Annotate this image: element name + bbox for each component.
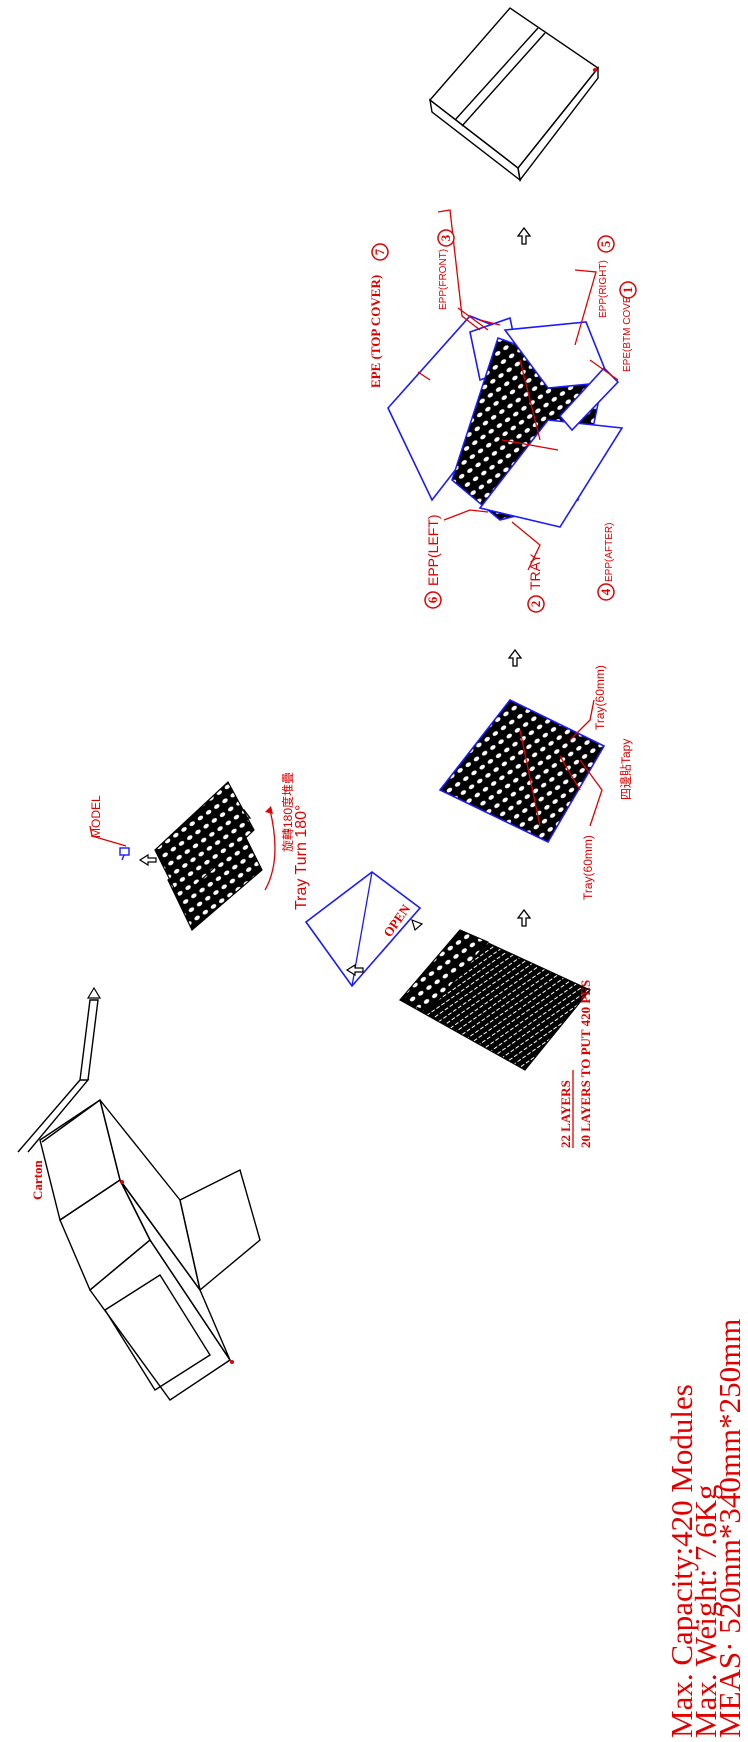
label-20-layers-to-put: 20 LAYERS TO PUT 420 PES [578,980,593,1148]
step-arrow-open [411,918,424,932]
label-tape: 四邊貼Tapy [618,739,633,800]
callout-6: 6 [424,591,442,609]
label-tray: TRAY [527,553,543,590]
step-arrow-to-stack [345,963,364,977]
foam-leader-lines [417,209,619,571]
label-epe-btm-cover: EPE(BTM COVER) [622,286,633,372]
closed-box [428,7,600,182]
step-arrow-to-foam [507,648,523,667]
rotated-tray [154,781,255,901]
spec-meas: MEAS· 520mm*340mm*250mm [712,1319,747,1738]
step-arrow-model-to-tray [138,853,157,867]
model-part [119,847,130,861]
callout-3: 3 [437,229,455,247]
tray-turn-arrow [264,806,276,891]
step-arrow-to-taped [516,908,532,927]
callout-2: 2 [527,595,545,613]
model-leader [89,825,127,847]
label-epp-front: EPP(FRONT) [438,249,449,310]
exploded-foam-assembly [387,315,624,528]
callout-4: 4 [597,583,615,601]
label-tray-60-left: Tray(60mm) [581,835,595,900]
svg-text:6: 6 [425,596,440,603]
epe-btm-cover [558,366,620,432]
open-carton [39,1098,261,1401]
step-arrow-to-box [516,226,532,245]
svg-text:2: 2 [528,601,543,608]
callout-7: 7 [371,243,389,261]
label-epp-after: EPP(AFTER) [604,523,615,582]
svg-text:3: 3 [438,234,453,241]
label-epp-right: EPP(RIGHT) [598,260,609,318]
callout-5: 5 [597,235,615,253]
svg-text:5: 5 [598,240,613,247]
label-carton: Carton [30,1160,45,1200]
spec-capacity: Max. Capacity:420 Modules [664,1384,699,1738]
tray-60-left-leader [579,759,603,827]
label-tray-60-right: Tray(60mm) [593,665,607,730]
svg-text:4: 4 [598,588,613,595]
tray-60-right-leader [569,699,595,741]
label-rotate-stack: 旋轉180度堆疊 [280,772,295,852]
flow-arrow-from-carton [17,986,102,1153]
label-model: MODEL [89,795,103,838]
callout-1: 1 [619,281,637,299]
tray-stack-22-layers [399,929,591,1071]
svg-text:1: 1 [620,287,635,294]
svg-text:7: 7 [372,248,387,255]
label-tray-turn: Tray Turn 180° [293,805,310,910]
epp-after-panel [478,419,624,528]
taped-tray-stack [438,698,606,844]
spec-weight: Max. Weight: 7.6Kg [688,1484,723,1738]
label-epp-left: EPP(LEFT) [425,514,441,586]
label-epe-top-cover: EPE (TOP COVER) [368,275,383,388]
label-22-layers: 22 LAYERS [558,1080,573,1148]
